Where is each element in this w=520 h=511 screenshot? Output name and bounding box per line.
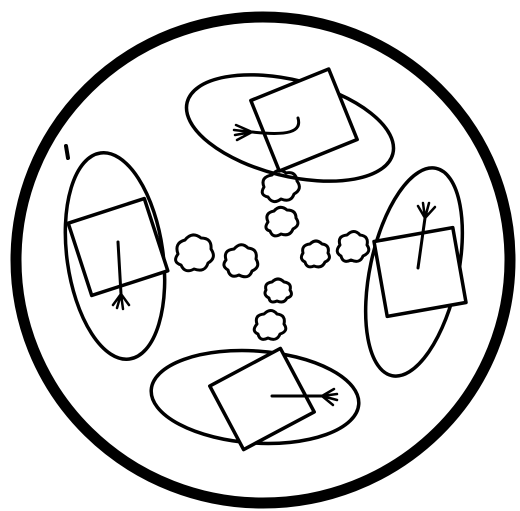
hand-bottom-fingers bbox=[322, 389, 337, 405]
plate-right bbox=[349, 159, 479, 385]
plate-bottom bbox=[148, 344, 362, 450]
plate-top bbox=[176, 56, 405, 200]
hand-right-fingers bbox=[418, 203, 435, 218]
note-bottom bbox=[210, 348, 314, 449]
puffs bbox=[176, 170, 369, 339]
note-right bbox=[374, 228, 466, 317]
ink-mark bbox=[66, 146, 68, 158]
puff bbox=[266, 207, 298, 236]
note-top bbox=[251, 69, 357, 171]
puff bbox=[176, 235, 214, 271]
hand-top-fingers bbox=[234, 125, 252, 140]
puff bbox=[224, 245, 258, 277]
plate-left bbox=[53, 146, 177, 365]
puff bbox=[337, 232, 369, 262]
puff bbox=[265, 279, 291, 302]
puff bbox=[254, 311, 286, 340]
puff bbox=[301, 241, 329, 267]
hand-left-fingers bbox=[113, 294, 129, 309]
